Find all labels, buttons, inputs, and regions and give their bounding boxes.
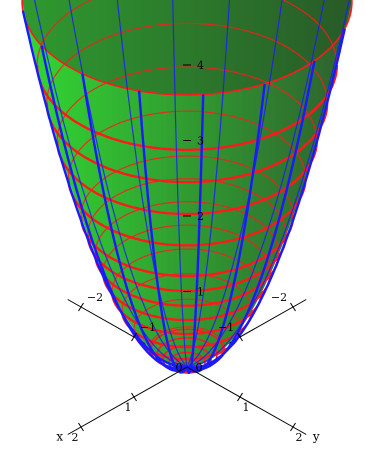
axis-tick <box>78 302 84 312</box>
y-tick-label-3: 2 <box>296 431 303 444</box>
axes-front <box>67 64 307 435</box>
z-tick-label-1: 2 <box>197 210 204 223</box>
meridian-9 <box>186 0 231 368</box>
ring-front-11 <box>35 64 339 152</box>
meridian-8 <box>186 0 283 368</box>
y-tick-label-0: −2 <box>87 291 103 304</box>
meridian-15 <box>40 45 188 370</box>
axis-tick <box>290 422 296 432</box>
y-axis-positive <box>186 366 307 435</box>
ring-back-6 <box>87 178 287 235</box>
meridian-10 <box>172 0 188 368</box>
ring-back-8 <box>67 110 307 179</box>
ring-front-10 <box>45 102 329 184</box>
ring-back-2 <box>121 272 253 311</box>
z-tick-label-2: 3 <box>197 135 204 148</box>
axis-tick <box>237 392 243 402</box>
meridian-curves <box>21 0 351 375</box>
ring-back-4 <box>102 224 272 273</box>
meridian-5 <box>186 28 346 369</box>
ring-back-7 <box>80 155 294 217</box>
x-tick-label-0: −2 <box>271 291 287 304</box>
meridian-0 <box>81 73 188 372</box>
ring-front-9 <box>56 140 318 216</box>
y-axis-label: y <box>312 430 320 444</box>
axis-tick <box>290 302 296 312</box>
meridian-14 <box>21 10 187 369</box>
x-axis-positive <box>67 366 188 435</box>
outer-wall-shape <box>22 1 352 367</box>
x-axis-label: x <box>56 430 63 444</box>
origin-label-right: 0 <box>196 361 203 374</box>
y-tick-label-1: −1 <box>140 321 156 334</box>
ring-back-1 <box>133 298 241 330</box>
meridian-12 <box>68 0 188 368</box>
z-tick-label-0: 1 <box>197 286 204 299</box>
meridian-6 <box>186 0 351 368</box>
ring-front-8 <box>67 178 307 247</box>
z-tick-label-3: 4 <box>197 59 204 72</box>
ring-rim <box>21 0 353 96</box>
x-tick-label-3: 2 <box>72 431 79 444</box>
meridian-4 <box>186 60 316 371</box>
x-tick-label-1: −1 <box>218 321 234 334</box>
ring-back-10 <box>46 22 328 103</box>
y-tick-label-2: 1 <box>243 401 250 414</box>
ring-back-9 <box>56 66 318 141</box>
x-tick-label-2: 1 <box>125 401 132 414</box>
meridian-7 <box>186 0 325 368</box>
meridian-11 <box>116 0 188 368</box>
axis-tick <box>131 392 137 402</box>
meridian-2 <box>185 94 205 375</box>
axis-tick <box>131 332 137 342</box>
ring-back-11 <box>36 0 338 66</box>
meridian-13 <box>33 0 188 368</box>
tick-labels: −2 −1 1 2 −2 −1 1 2 1 2 3 4 x y z 00 <box>56 0 320 444</box>
axis-tick <box>237 332 243 342</box>
axis-tick <box>78 422 84 432</box>
origin-label-left: 0 <box>176 361 183 374</box>
z-axis-label: z <box>193 0 199 3</box>
